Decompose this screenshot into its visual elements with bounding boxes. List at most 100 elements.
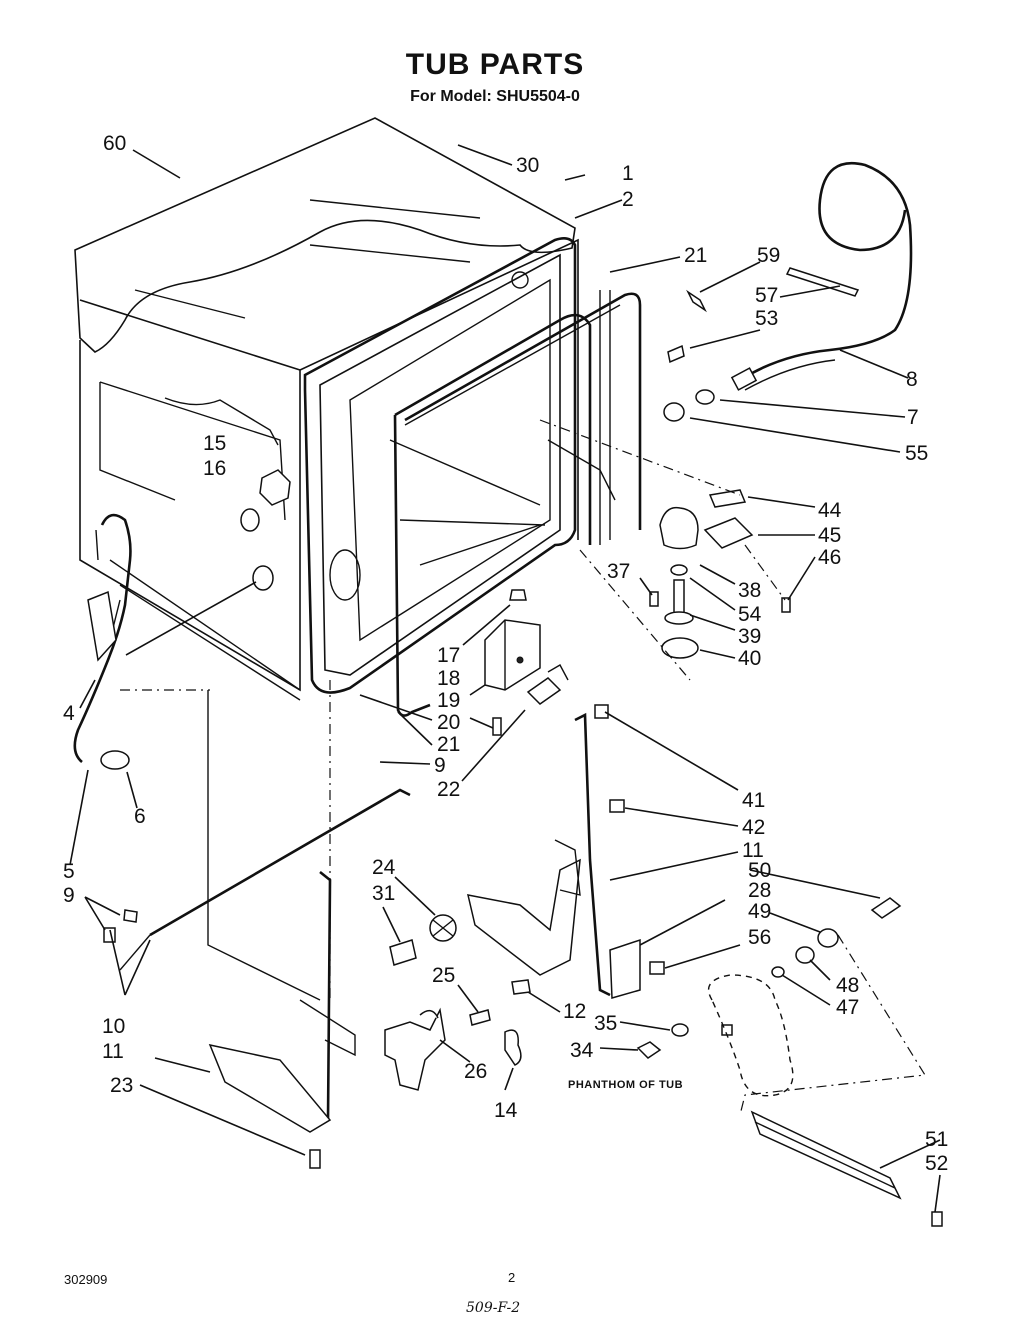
clamp-6: [100, 750, 130, 770]
callout-47: 47: [836, 996, 859, 1019]
screw-56: [649, 961, 665, 975]
callout-49: 49: [748, 900, 771, 923]
hinge-bracket-11-left: [208, 1043, 332, 1133]
phantom-of-tub-note: PHANTHOM OF TUB: [568, 1079, 683, 1091]
callout-21-top: 21: [684, 244, 707, 267]
nut-49: [817, 928, 839, 948]
callout-30: 30: [516, 154, 539, 177]
clip-59: [686, 289, 707, 313]
inlet-hose: [73, 513, 132, 763]
callout-54: 54: [738, 603, 762, 626]
callout-37: 37: [607, 560, 630, 583]
callout-48: 48: [836, 974, 859, 997]
callout-59: 59: [757, 244, 780, 267]
bracket-44: [708, 489, 747, 508]
callout-44: 44: [818, 499, 842, 522]
clamp-14: [504, 1029, 522, 1066]
screw-19: [492, 717, 502, 736]
washer-48: [795, 946, 815, 964]
switch-22: [526, 677, 562, 705]
tub-insulation-cover: [74, 117, 576, 353]
vent-hose: [739, 161, 913, 382]
callout-18: 18: [437, 667, 460, 690]
callout-8: 8: [906, 368, 918, 391]
hinge-bracket-11-right: [467, 858, 581, 976]
screw-12: [511, 979, 531, 995]
callout-57: 57: [755, 284, 778, 307]
bolt-31: [389, 939, 417, 966]
valve-body-4: [87, 590, 117, 662]
washer-16: [240, 508, 260, 532]
callout-17: 17: [437, 644, 460, 667]
callout-35: 35: [594, 1012, 617, 1035]
bracket-45: [703, 517, 754, 549]
callout-51: 51: [925, 1128, 948, 1151]
screw-25: [469, 1009, 491, 1026]
callout-53: 53: [755, 307, 778, 330]
callout-11-right: 11: [742, 839, 764, 862]
callout-9-left: 9: [63, 884, 75, 907]
page-title: TUB PARTS: [405, 48, 585, 81]
callout-46: 46: [818, 546, 841, 569]
callout-19: 19: [437, 689, 460, 712]
callout-40: 40: [738, 647, 761, 670]
callout-26: 26: [464, 1060, 487, 1083]
callout-20: 20: [437, 711, 460, 734]
leader-lines: [69, 144, 941, 1213]
strap-57: [785, 267, 860, 297]
callout-60: 60: [103, 132, 126, 155]
callout-25: 25: [432, 964, 455, 987]
callout-11-left: 11: [102, 1040, 124, 1063]
ring-7: [695, 389, 715, 405]
handwritten-reference: 509-F-2: [466, 1300, 521, 1316]
washer-54: [670, 564, 688, 576]
callout-1: 1: [622, 162, 634, 185]
callout-56: 56: [748, 926, 771, 949]
callout-15: 15: [203, 432, 226, 455]
callout-42: 42: [742, 816, 765, 839]
callout-2: 2: [622, 188, 634, 211]
tub-phantom-outline: [707, 974, 794, 1097]
stud-50: [870, 897, 902, 919]
hinge-arm-right: [574, 712, 611, 997]
callout-5: 5: [63, 860, 75, 883]
callout-52: 52: [925, 1152, 948, 1175]
tub-door-frame: [303, 237, 577, 694]
callout-16: 16: [203, 457, 226, 480]
callout-34: 34: [570, 1039, 594, 1062]
callout-45: 45: [818, 524, 841, 547]
washer-35: [671, 1023, 689, 1037]
float-38: [659, 506, 699, 550]
page-number: 2: [508, 1270, 516, 1285]
screw-23: [309, 1149, 321, 1169]
nut-15: [259, 469, 291, 506]
model-subtitle: For Model: SHU5504-0: [410, 88, 580, 105]
nut-34: [636, 1041, 662, 1059]
callout-39: 39: [738, 625, 761, 648]
callout-7: 7: [907, 406, 919, 429]
washer-47: [771, 966, 785, 978]
callout-14: 14: [494, 1099, 518, 1122]
heater-bracket-18: [484, 619, 541, 691]
grommet-55: [663, 402, 685, 422]
callout-4: 4: [63, 702, 75, 725]
callout-41: 41: [742, 789, 765, 812]
callout-28: 28: [748, 879, 771, 902]
bracket-28: [609, 938, 641, 999]
callout-24: 24: [372, 856, 396, 879]
clip-52: [931, 1211, 943, 1227]
door-gasket: [393, 313, 592, 717]
callout-23: 23: [110, 1074, 133, 1097]
callout-12: 12: [563, 1000, 586, 1023]
callout-50: 50: [748, 859, 771, 882]
callout-21-bottom: 21: [437, 733, 460, 756]
callout-9-center: 9: [434, 754, 446, 777]
fill-funnel-17: [509, 589, 527, 601]
callout-10: 10: [102, 1015, 125, 1038]
callout-31: 31: [372, 882, 395, 905]
door-spring-10: [149, 788, 411, 937]
float-base-40: [661, 637, 699, 659]
water-valve-26: [384, 1007, 446, 1091]
callout-6: 6: [134, 805, 146, 828]
